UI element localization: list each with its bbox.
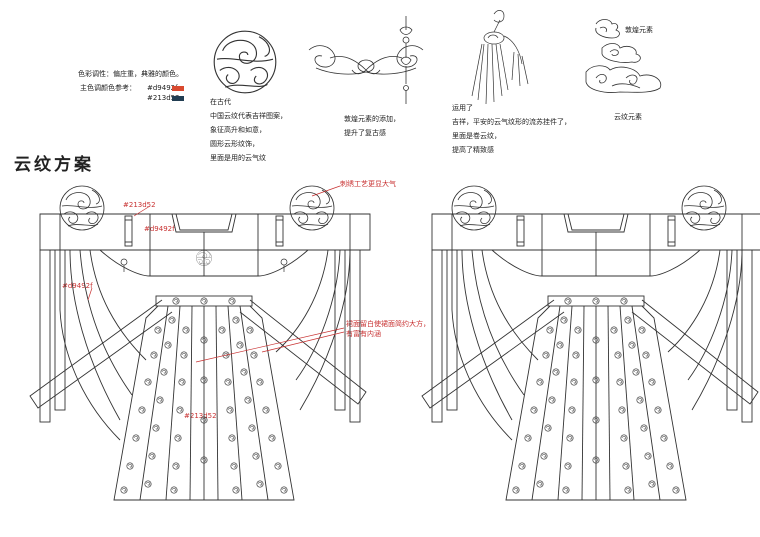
annotation-skirt-note-1: 裙面留白使裙面简约大方， — [346, 320, 430, 328]
annotation-code-collar: #d9492f — [144, 225, 175, 233]
annotation-code-left: #d9492f — [62, 282, 93, 290]
tassel-desc-line-1: 运用了 — [452, 104, 473, 112]
swatch-code-accent: #d9492f — [147, 84, 178, 92]
palette-ref-text: 主色调颜色参考： — [80, 84, 136, 92]
hanfu-garment-right — [422, 186, 760, 500]
swatch-accent — [172, 86, 184, 91]
tassel-desc-line-4: 提高了精致感 — [452, 146, 494, 154]
cloud-desc-line-2: 中国云纹代表吉祥图案， — [210, 112, 287, 120]
hanfu-garment-left — [29, 185, 371, 501]
dunhuang-label: 敦煌元素 — [625, 26, 653, 34]
cloud-label: 云纹元素 — [614, 113, 642, 121]
dunhuang-clouds-icon — [585, 19, 662, 93]
cloud-medallion-icon — [213, 30, 277, 94]
cloud-desc-line-1: 在古代 — [210, 98, 231, 106]
dunhuang-ornament-icon — [308, 16, 424, 104]
cloud-desc-line-3: 象征高升和如意， — [210, 126, 266, 134]
swatch-code-main: #213d52 — [147, 94, 180, 102]
dunhuang-desc-line-1: 敦煌元素的添加， — [344, 115, 400, 123]
tassel-desc-line-2: 吉祥，平安的云气纹形的流苏挂件了， — [452, 118, 571, 126]
swatch-main — [172, 96, 184, 101]
annotation-lines — [87, 185, 345, 363]
annotation-embroidery: 刺绣工艺更显大气 — [340, 180, 396, 188]
cloud-desc-line-4: 圆形云形纹饰， — [210, 140, 259, 148]
annotation-code-top: #213d52 — [123, 201, 156, 209]
annotation-skirt-note-2: 有富有内涵 — [346, 330, 381, 338]
tassel-desc-line-3: 里面是卷云纹， — [452, 132, 501, 140]
annotation-code-skirt: #213d52 — [184, 412, 217, 420]
cloud-desc-line-5: 里面是用的云气纹 — [210, 154, 266, 162]
tassel-pendant-icon — [471, 10, 529, 105]
section-title: 云纹方案 — [14, 155, 94, 175]
palette-tone-text: 色彩调性：偏庄重，典雅的颜色。 — [78, 70, 183, 78]
dunhuang-desc-line-2: 提升了复古感 — [344, 129, 386, 137]
